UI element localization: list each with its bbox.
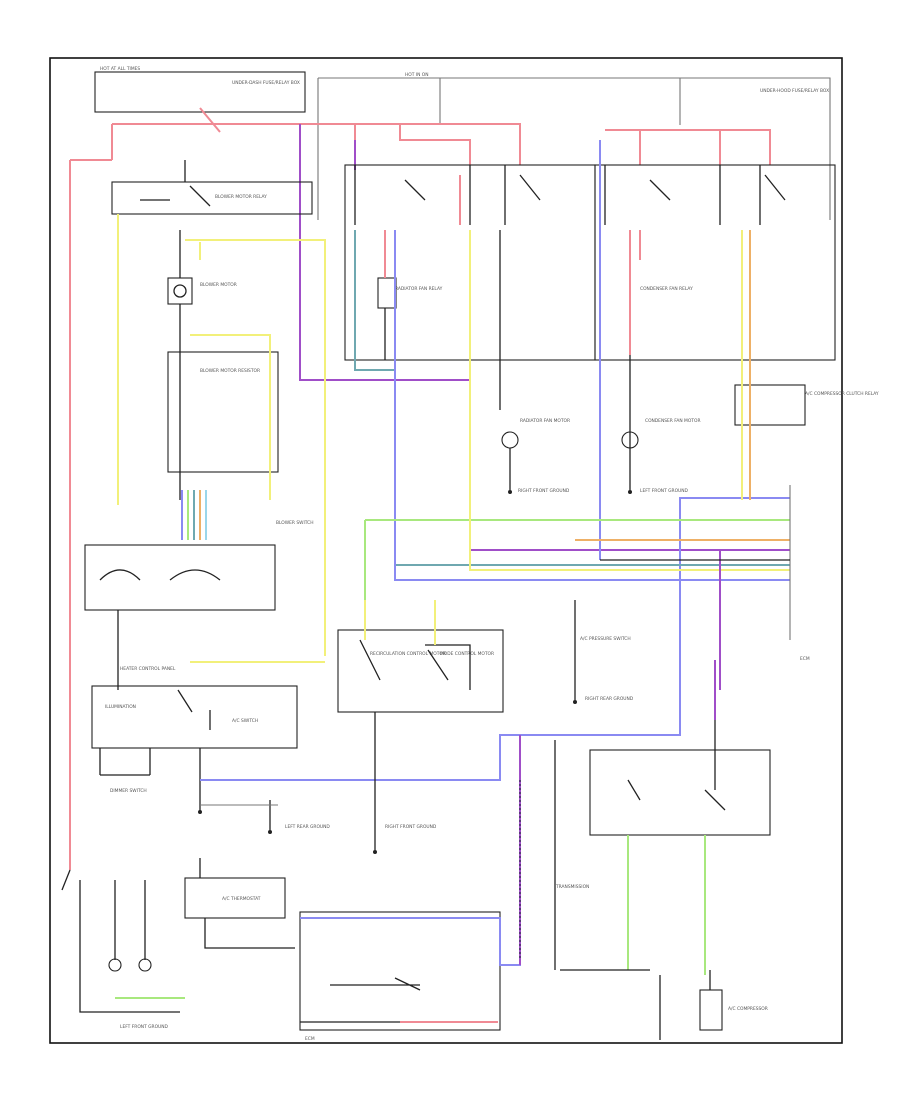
label-right-front-ground-upper: RIGHT FRONT GROUND bbox=[518, 488, 570, 494]
label-hot-in-on: HOT IN ON bbox=[405, 72, 429, 78]
blower-switch bbox=[84, 544, 276, 611]
label-radiator-fan-relay: RADIATOR FAN RELAY bbox=[395, 286, 443, 292]
label-blower-motor: BLOWER MOTOR bbox=[200, 282, 237, 288]
radiator-fan-motor-relay-coil bbox=[377, 277, 397, 309]
label-engine-harness-connector: ECM bbox=[800, 656, 810, 662]
label-transmission: TRANSMISSION bbox=[555, 884, 589, 890]
label-ac-pressure-switch: A/C PRESSURE SWITCH bbox=[580, 636, 631, 642]
label-left-front-ground-upper: LEFT FRONT GROUND bbox=[640, 488, 689, 494]
recirc-mode-motors: RECIRCULATION CONTROL MOTOR MODE CONTROL… bbox=[337, 600, 634, 854]
label-radiator-fan-motor: RADIATOR FAN MOTOR bbox=[520, 418, 570, 424]
ac-thermostat bbox=[184, 877, 286, 919]
heater-control-panel bbox=[91, 685, 298, 749]
blower-motor bbox=[167, 277, 193, 305]
fan-relays: RADIATOR FAN RELAY RADIATOR FAN MOTOR RI… bbox=[344, 164, 879, 500]
blower-motor-resistor bbox=[167, 351, 279, 473]
label-left-rear-ground: LEFT REAR GROUND bbox=[285, 824, 330, 830]
label-ac-switch: A/C SWITCH bbox=[232, 718, 258, 724]
label-hot-at-all-times: HOT AT ALL TIMES bbox=[100, 66, 140, 72]
label-ac-thermostat: A/C THERMOSTAT bbox=[222, 896, 261, 902]
ac-compressor bbox=[699, 989, 723, 1031]
label-ecm: ECM bbox=[305, 1036, 315, 1042]
label-heater-control-panel: HEATER CONTROL PANEL bbox=[120, 666, 176, 672]
label-recirc-control-motor: RECIRCULATION CONTROL MOTOR bbox=[370, 651, 446, 657]
label-condenser-fan-motor: CONDENSER FAN MOTOR bbox=[645, 418, 701, 424]
label-blower-switch: BLOWER SWITCH bbox=[276, 520, 314, 526]
heater-control-panel-group: ILLUMINATION HEATER CONTROL PANEL A/C SW… bbox=[91, 497, 790, 834]
label-right-rear-ground: RIGHT REAR GROUND bbox=[585, 696, 634, 702]
label-under-hood-fuse-box: UNDER-HOOD FUSE/RELAY BOX bbox=[760, 88, 829, 94]
label-dimmer-switch: DIMMER SWITCH bbox=[110, 788, 147, 794]
label-left-front-ground: LEFT FRONT GROUND bbox=[120, 1024, 169, 1030]
compressor-circuit: TRANSMISSION A/C COMPRESSOR bbox=[554, 660, 771, 1040]
recirculation-control-motor bbox=[337, 629, 504, 713]
label-under-dash-fuse-box: UNDER-DASH FUSE/RELAY BOX bbox=[232, 80, 300, 86]
label-condenser-fan-relay: CONDENSER FAN RELAY bbox=[640, 286, 693, 292]
diagram-frame bbox=[49, 57, 843, 1044]
label-illumination: ILLUMINATION bbox=[105, 704, 136, 710]
under-dash-fuse-box bbox=[94, 71, 306, 113]
label-blower-resistor: BLOWER MOTOR RESISTOR bbox=[200, 368, 260, 374]
bottom-left-circuit: LEFT FRONT GROUND A/C THERMOSTAT bbox=[61, 858, 295, 1030]
top-power-feeds: HOT AT ALL TIMES UNDER-DASH FUSE/RELAY B… bbox=[69, 66, 831, 870]
label-mode-control-motor: MODE CONTROL MOTOR bbox=[440, 651, 494, 657]
condenser-fan-relay bbox=[594, 164, 836, 361]
ac-compressor-clutch-relay bbox=[734, 384, 806, 426]
label-ac-compressor-clutch-relay: A/C COMPRESSOR CLUTCH RELAY bbox=[805, 391, 879, 397]
label-right-front-ground-lower: RIGHT FRONT GROUND bbox=[385, 824, 437, 830]
transmission-range-box bbox=[589, 749, 771, 836]
label-blower-motor-relay: BLOWER MOTOR RELAY bbox=[215, 194, 267, 200]
engine-control-module bbox=[299, 911, 501, 1031]
ecm-group: ECM bbox=[299, 735, 521, 1042]
label-ac-compressor: A/C COMPRESSOR bbox=[728, 1006, 768, 1012]
blower-motor-relay bbox=[111, 181, 313, 215]
blower-circuit: BLOWER MOTOR RELAY BLOWER MOTOR BLOWER M… bbox=[84, 160, 326, 690]
